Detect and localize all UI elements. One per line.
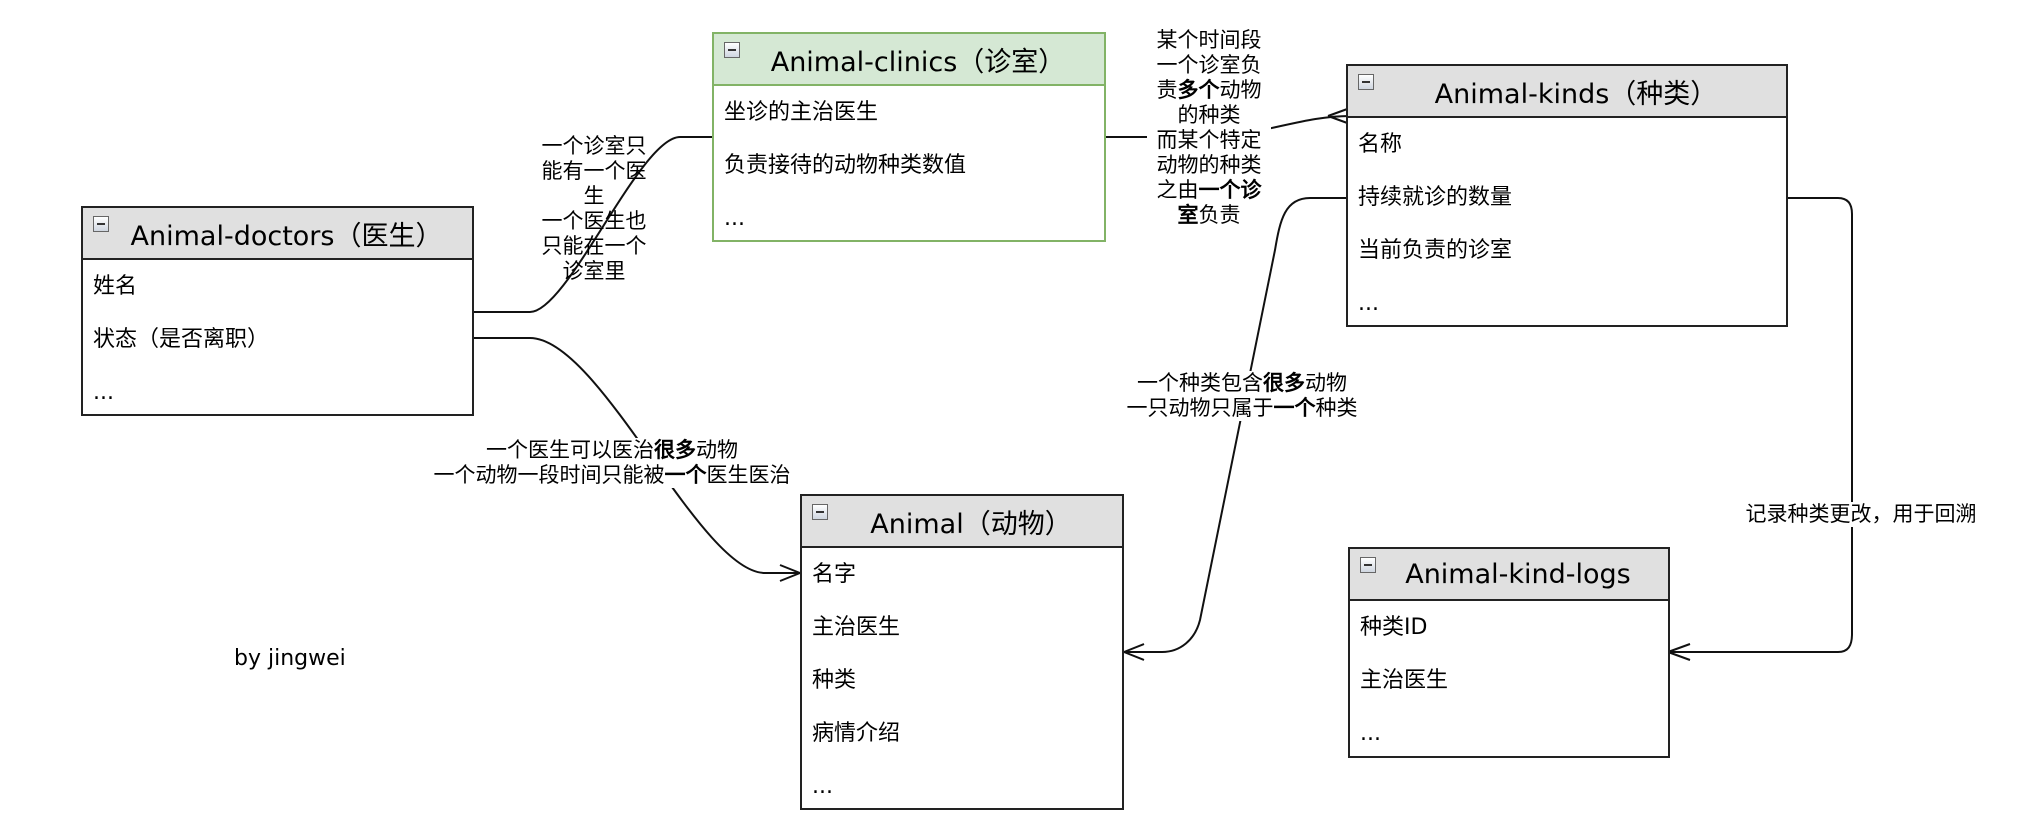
collapse-icon[interactable] [724,42,740,58]
entity-header: Animal-clinics（诊室） [714,34,1104,86]
entity-row: 种类 [812,668,857,693]
collapse-icon[interactable] [812,504,828,520]
label-doctor-clinic: 一个诊室只 能有一个医 生 一个医生也 只能在一个 诊室里 [541,134,647,283]
entity-animal-kind-logs[interactable]: Animal-kind-logs 种类ID 主治医生 ... [1348,547,1670,758]
entity-row: 名称 [1358,132,1403,157]
entity-row: 坐诊的主治医生 [724,100,879,125]
entity-animal[interactable]: Animal（动物） 名字 主治医生 种类 病情介绍 ... [800,494,1124,810]
collapse-icon[interactable] [1358,74,1374,90]
entity-title: Animal-kinds（种类） [1434,78,1718,110]
entity-header: Animal-doctors（医生） [83,208,472,260]
edge-kind-logs [1668,197,1853,653]
crowfoot-animal-doctor [779,564,801,582]
entity-header: Animal-kinds（种类） [1348,66,1786,118]
entity-row: 主治医生 [1360,668,1449,693]
label-kind-animal: 一个种类包含很多动物 一只动物只属于一个种类 [1104,371,1380,421]
entity-row: 负责接待的动物种类数值 [724,153,967,178]
entity-animal-doctors[interactable]: Animal-doctors（医生） 姓名 状态（是否离职） ... [81,206,474,416]
collapse-icon[interactable] [1360,557,1376,573]
label-kind-logs: 记录种类更改，用于回溯 [1726,502,1996,527]
entity-header: Animal（动物） [802,496,1122,548]
entity-animal-kinds[interactable]: Animal-kinds（种类） 名称 持续就诊的数量 当前负责的诊室 ... [1346,64,1788,327]
entity-row: ... [93,380,114,405]
entity-row: 主治医生 [812,615,901,640]
entity-row: ... [1358,291,1379,316]
entity-title: Animal-kind-logs [1405,558,1631,590]
label-clinic-kind: 某个时间段 一个诊室负 责多个动物 的种类 而某个特定 动物的种类 之由一个诊 … [1147,28,1271,228]
entity-row: ... [724,206,745,231]
crowfoot-logs [1667,643,1691,661]
label-doctor-animal: 一个医生可以医治很多动物 一个动物一段时间只能被一个医生医治 [396,438,828,488]
entity-row: 当前负责的诊室 [1358,238,1513,263]
edge-doctor-clinic [474,136,712,313]
entity-animal-clinics[interactable]: Animal-clinics（诊室） 坐诊的主治医生 负责接待的动物种类数值 .… [712,32,1106,242]
entity-row: ... [812,774,833,799]
edge-kind-animal [1124,197,1346,653]
entity-title: Animal-doctors（医生） [130,220,443,252]
entity-row: ... [1360,721,1381,746]
entity-title: Animal（动物） [870,508,1072,540]
crowfoot-animal-kind [1123,643,1145,661]
entity-title: Animal-clinics（诊室） [770,46,1066,78]
entity-row: 病情介绍 [812,721,901,746]
entity-row: 状态（是否离职） [93,327,270,352]
collapse-icon[interactable] [93,216,109,232]
entity-header: Animal-kind-logs [1350,549,1668,601]
entity-row: 持续就诊的数量 [1358,185,1513,210]
entity-row: 种类ID [1360,615,1428,640]
author-note: by jingwei [234,646,346,671]
entity-row: 名字 [812,562,857,587]
entity-row: 姓名 [93,274,138,299]
